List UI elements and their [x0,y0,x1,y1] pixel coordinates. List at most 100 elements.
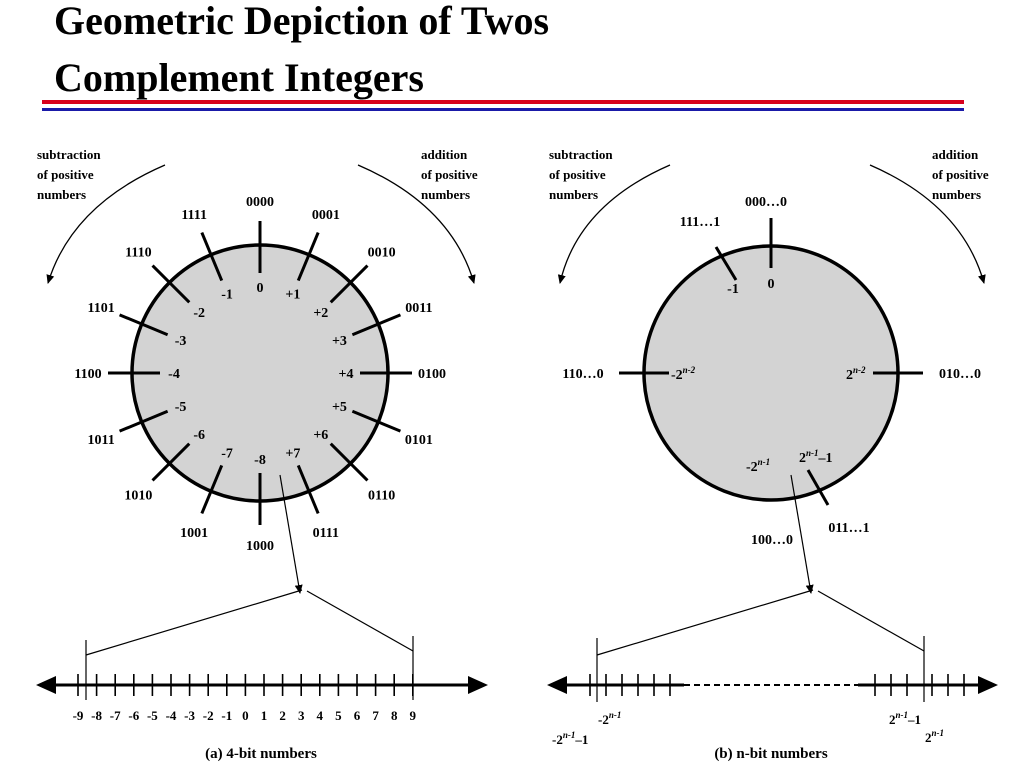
number-line-label-a-14: 5 [335,708,342,723]
title-line-1: Geometric Depiction of Twos [54,0,550,43]
wheel-value-10: -6 [193,428,205,443]
line-label-pos-max-b: 2n-1–1 [889,710,921,727]
number-line-label-a-11: 2 [279,708,286,723]
wheel-bits-9: 1001 [180,526,208,541]
wheel-bits-0: 0000 [246,195,274,210]
addition-label-a-line3: numbers [421,187,470,202]
wheel-value-1: +1 [285,288,300,303]
value-right-b: 2n-2 [846,365,866,383]
zoom-line-left-a [85,589,303,656]
wheel-bits-2: 0010 [368,245,396,260]
wheel-bits-10: 1010 [124,489,152,504]
wheel-bits-13: 1101 [87,301,114,316]
wheel-value-15: -1 [221,288,233,303]
subtraction-arrow-b [557,164,671,284]
addition-label-b-line1: addition [932,147,979,162]
wheel-value-2: +2 [313,306,328,321]
number-line-label-a-18: 9 [410,708,417,723]
wheel-value-14: -2 [193,306,205,321]
panel-a-4bit: subtraction of positive numbers addition… [36,147,488,762]
number-line-label-a-15: 6 [354,708,361,723]
value-left-b: -2n-2 [671,365,696,383]
zoom-line-right-a [306,590,414,652]
caption-b: (b) n-bit numbers [714,746,828,762]
bits-right-b: 010…0 [939,367,981,382]
wheel-tick-11 [118,409,169,433]
wheel-bits-1: 0001 [312,208,340,223]
number-line-label-a-5: -4 [166,708,177,723]
number-line-label-a-17: 8 [391,708,398,723]
wheel-value-8: -8 [254,453,266,468]
wheel-bits-7: 0111 [313,526,339,541]
wheel-value-6: +6 [313,428,328,443]
marker-topleft-b [714,246,738,281]
wheel-bits-5: 0101 [405,433,433,448]
line-label-pos-above-b: 2n-1 [925,728,944,745]
number-line-label-a-13: 4 [317,708,324,723]
addition-label-a-line2: of positive [421,167,478,182]
subtraction-arrow-a [46,164,166,284]
number-line-label-a-8: -1 [221,708,232,723]
wheel-bits-6: 0110 [368,489,395,504]
title-rule-red [42,100,964,104]
number-line-label-a-6: -3 [184,708,195,723]
number-line-label-a-12: 3 [298,708,305,723]
wheel-tick-3 [351,313,402,337]
zoom-line-right-b [817,590,925,652]
wheel-tick-2 [329,264,369,304]
subtraction-label-a-line3: numbers [37,187,86,202]
number-line-b [547,674,998,696]
caption-a: (a) 4-bit numbers [205,746,317,762]
wheel-bits-4: 0100 [418,367,446,382]
subtraction-label-b-line3: numbers [549,187,598,202]
number-line-label-a-2: -7 [110,708,121,723]
addition-label-b-line2: of positive [932,167,989,182]
bits-bottom-b: 100…0 [751,533,793,548]
wheel-value-5: +5 [332,400,347,415]
wheel-value-12: -4 [168,367,180,382]
addition-label-b-line3: numbers [932,187,981,202]
bits-top-b: 000…0 [745,195,787,210]
wheel-tick-5 [351,409,402,433]
value-zero-b: 0 [768,277,775,292]
wheel-tick-13 [118,313,169,337]
bits-bottomright-b: 011…1 [828,521,869,536]
wheel-tick-6 [329,442,369,482]
title-rule-blue [42,108,964,111]
value-bottom-b: -2n-1 [746,457,770,475]
wheel-tick-15 [200,231,224,282]
wheel-value-11: -5 [175,400,187,415]
wheel-value-4: +4 [339,367,354,382]
wheel-tick-1 [296,231,320,282]
zoom-arrow-a [279,474,303,594]
subtraction-label-b-line2: of positive [549,167,606,182]
wheel-bits-14: 1110 [125,245,151,260]
value-minus-one-b: -1 [727,282,739,297]
number-line-label-a-0: -9 [73,708,84,723]
number-line-label-a-1: -8 [91,708,102,723]
bits-topleft-b: 111…1 [680,215,720,230]
wheel-tick-7 [296,464,320,515]
wheel-bits-3: 0011 [405,301,432,316]
title-line-2: Complement Integers [54,55,424,100]
wheel-tick-10 [151,442,191,482]
number-line-label-a-4: -5 [147,708,158,723]
wheel-value-0: 0 [257,281,264,296]
number-line-label-a-7: -2 [203,708,214,723]
wheel-tick-14 [151,264,191,304]
marker-bottomright-b [806,469,830,506]
number-line-label-a-16: 7 [372,708,379,723]
zoom-arrow-b [790,474,814,594]
addition-arrow-b [869,164,986,284]
panel-b-nbit: subtraction of positive numbers addition… [547,147,998,762]
zoom-line-left-b [596,589,814,656]
line-label-neg-min-b: -2n-1 [598,710,621,727]
wheel-value-9: -7 [221,446,233,461]
line-label-neg-below-b: -2n-1–1 [552,730,588,747]
value-bottomright-b: 2n-1–1 [799,448,833,466]
subtraction-label-a-line1: subtraction [37,147,101,162]
addition-arrow-a [357,164,476,284]
